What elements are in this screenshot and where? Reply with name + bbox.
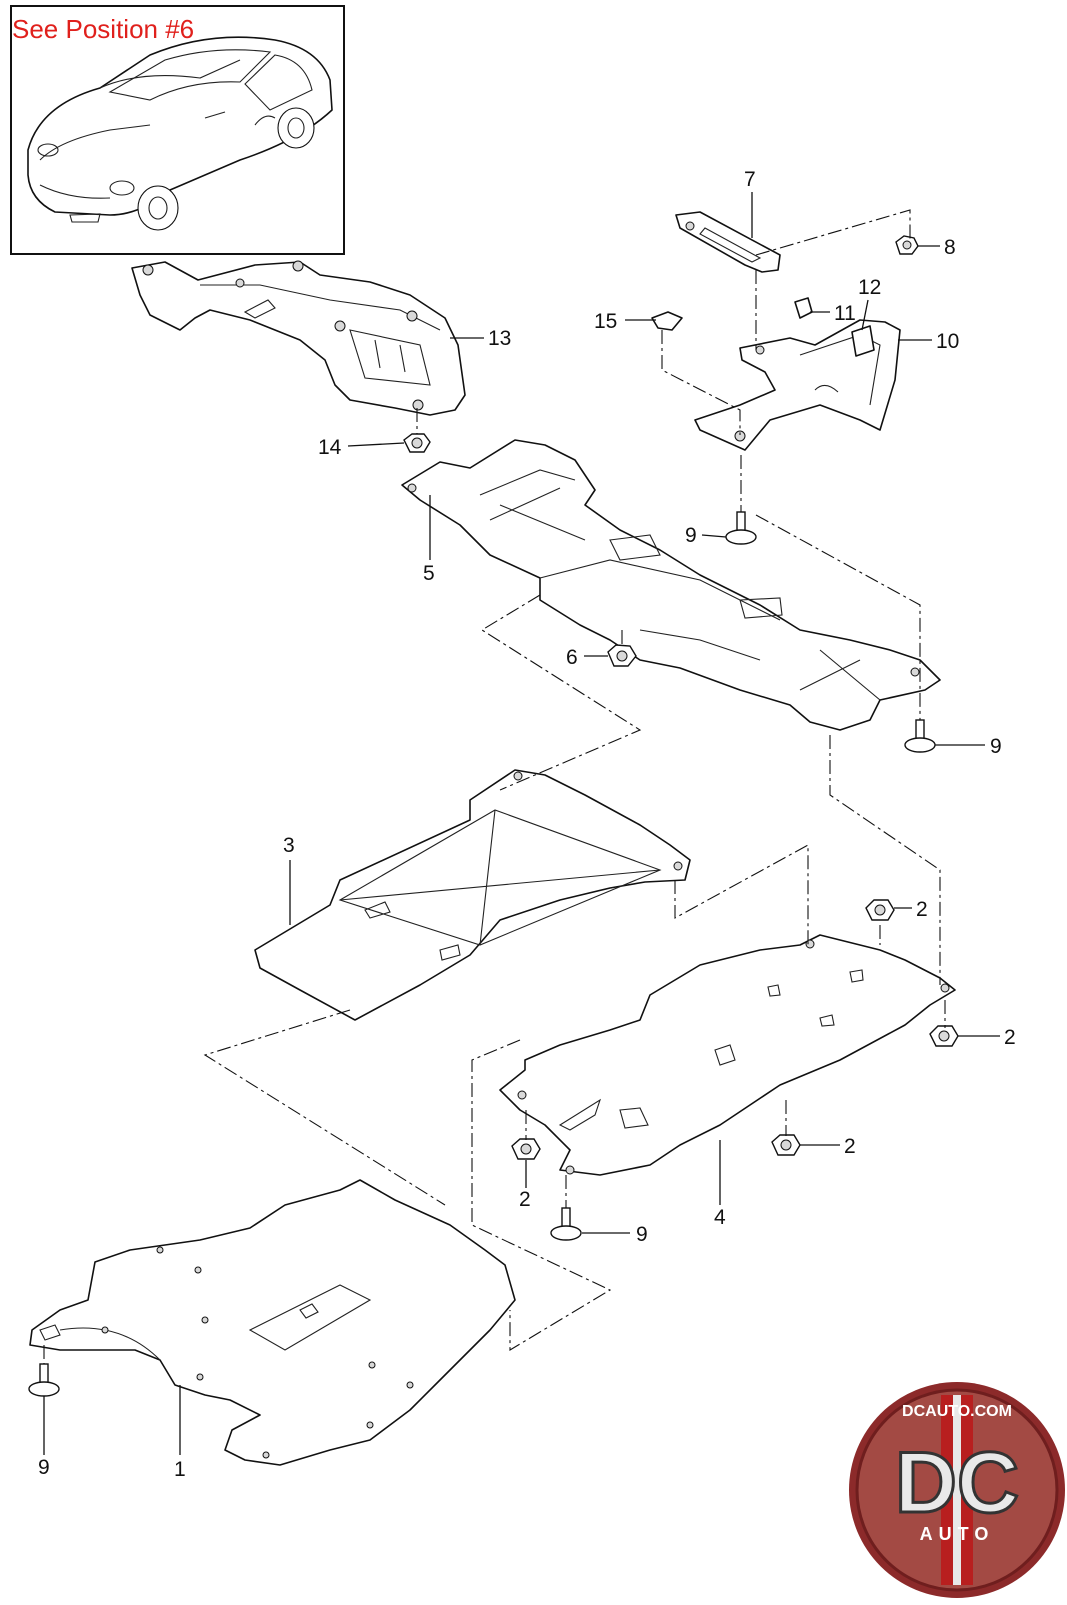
part-2-nut-d [511,1138,541,1160]
callout-2-b: 2 [1004,1026,1016,1049]
part-9-bolt-d [28,1363,60,1397]
part-2-nut-c [771,1134,801,1156]
car-inset [10,5,345,255]
part-5-crossmember [401,439,941,731]
callout-9-a: 9 [685,524,697,547]
part-15-clip [651,311,683,331]
callout-12: 12 [858,276,881,299]
logo-letters: DC [895,1435,1019,1531]
callout-9-c: 9 [636,1223,648,1246]
part-9-bolt-b [904,719,936,753]
see-position-note: See Position #6 [12,14,195,44]
callout-1: 1 [174,1458,186,1481]
callout-14: 14 [318,436,342,459]
logo-bottom-text: AUTO [920,1524,995,1544]
car-illustration [27,36,333,231]
callout-8: 8 [944,236,956,259]
part-7-bracket [675,211,781,273]
callout-2-c: 2 [844,1135,856,1158]
part-8-nut [895,235,919,255]
logo-stripe [941,1395,953,1585]
part-3-tunnel-cover [254,769,691,1021]
part-12-clip [851,325,875,357]
part-11-clip [794,297,813,319]
callout-10: 10 [936,330,959,353]
callout-11: 11 [834,302,856,325]
callout-2-a: 2 [916,898,928,921]
part-1-front-panel [29,1179,516,1466]
callout-9-d: 9 [38,1456,50,1479]
callout-2-d: 2 [519,1188,531,1211]
callout-9-b: 9 [990,735,1002,758]
callout-4: 4 [714,1206,726,1229]
part-6-nut [607,644,637,667]
part-2-nut-a [865,899,895,921]
callout-6: 6 [566,646,578,669]
dcauto-logo: DCAUTO.COM DC AUTO [849,1382,1065,1598]
part-4-rear-panel [499,934,956,1176]
part-10-bracket [694,319,901,451]
callout-13: 13 [488,327,511,350]
callouts: 7 8 11 12 10 15 13 14 5 9 6 9 3 2 2 2 2 … [38,168,1016,1481]
part-2-nut-b [929,1025,959,1047]
callout-7: 7 [744,168,756,191]
part-9-bolt-a [725,511,757,545]
part-14-nut [403,433,431,453]
assembly-lines [43,209,946,1364]
leader-lines [43,192,1000,1455]
part-13-shield [131,260,466,416]
part-9-bolt-c [550,1207,582,1241]
callout-5: 5 [423,562,435,585]
callout-15: 15 [594,310,617,333]
callout-3: 3 [283,834,295,857]
logo-top-text: DCAUTO.COM [902,1403,1012,1420]
